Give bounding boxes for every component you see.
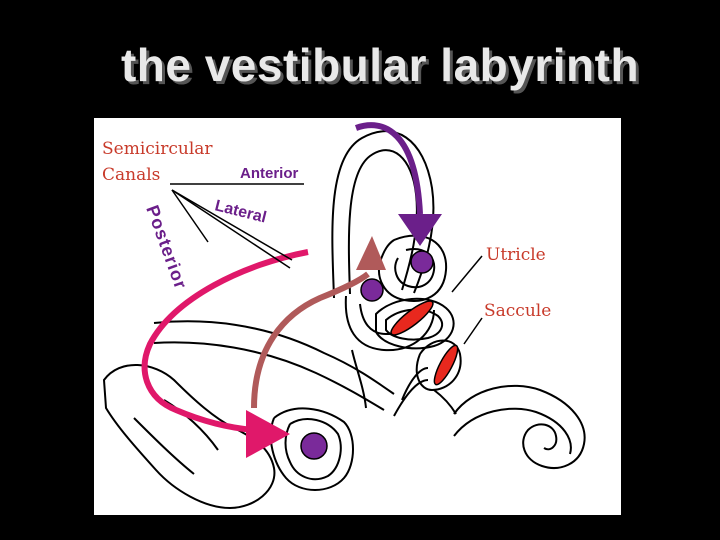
structure-pointer-lines	[451, 255, 483, 345]
lateral-arrow	[251, 236, 386, 409]
lateral-ampulla	[360, 278, 384, 302]
labyrinth-diagram: Semicircular Canals Anterior Lateral Pos…	[94, 118, 621, 515]
utricle-label: Utricle	[486, 245, 546, 265]
utricle-macula	[390, 300, 434, 336]
posterior-ampulla	[300, 432, 328, 460]
anterior-label: Anterior	[240, 165, 299, 182]
anterior-ampulla	[410, 250, 434, 274]
saccule-label: Saccule	[484, 301, 551, 321]
canal-pointer-lines	[170, 183, 304, 269]
canals-label-line2: Canals	[102, 165, 160, 185]
posterior-arrow	[141, 249, 309, 458]
slide-title: the vestibular labyrinth	[120, 39, 640, 91]
saccule-macula	[433, 344, 459, 386]
labyrinth-outline	[102, 130, 586, 510]
posterior-label: Posterior	[142, 203, 191, 293]
anterior-arrow	[354, 122, 442, 246]
semicircular-label: Semicircular	[102, 139, 213, 159]
